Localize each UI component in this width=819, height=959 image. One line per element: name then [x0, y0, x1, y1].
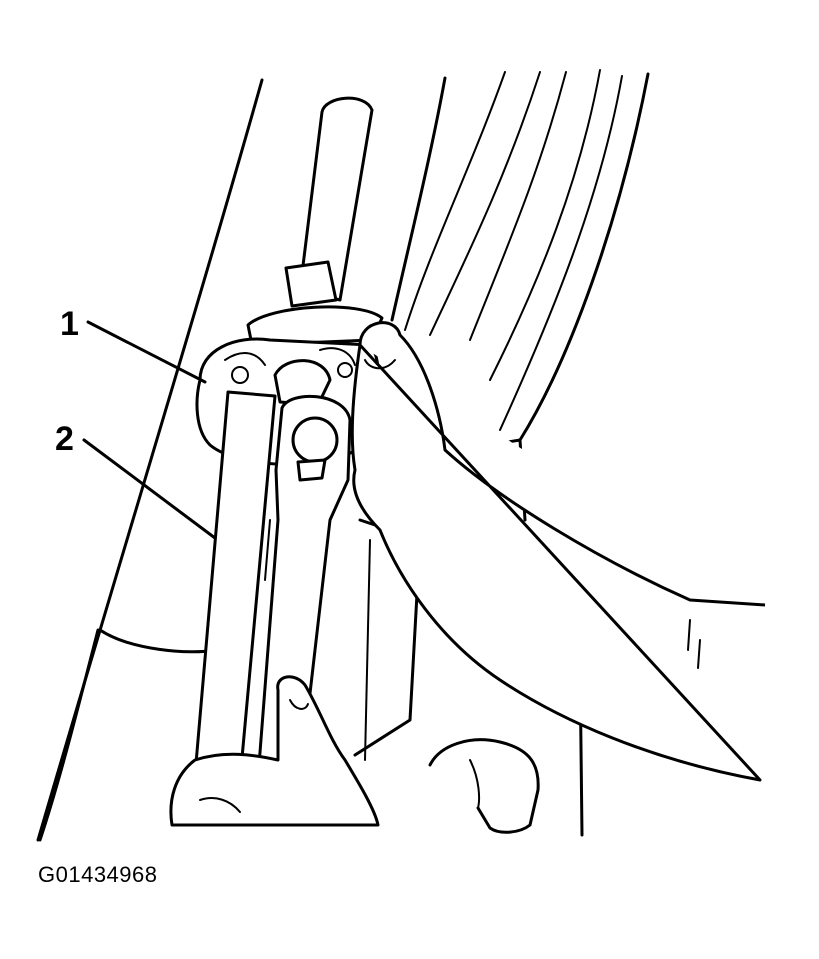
callout-label-2: 2: [55, 420, 74, 458]
left-hand: [169, 675, 380, 827]
callout-1: 1: [60, 305, 207, 384]
right-hand: [350, 321, 766, 782]
figure-id-caption: G01434968: [38, 862, 158, 887]
callout-label-1: 1: [60, 305, 79, 343]
steering-shaft: [284, 96, 374, 308]
callout-2: 2: [55, 420, 217, 540]
lower-dash-panel: [38, 518, 584, 842]
